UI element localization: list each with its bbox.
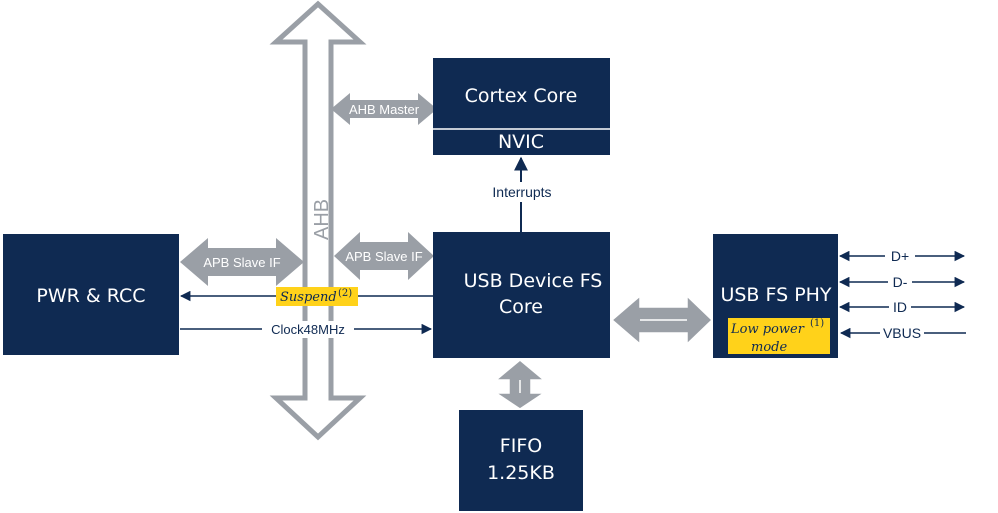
cortex-core-block: Cortex Core NVIC bbox=[433, 58, 610, 155]
pin-id: ID bbox=[838, 299, 966, 315]
nvic-label: NVIC bbox=[498, 131, 544, 153]
pin-vbus-label: VBUS bbox=[883, 325, 921, 341]
suspend-signal: Suspend (2) bbox=[179, 287, 433, 306]
low-power-line1: Low power bbox=[730, 322, 805, 337]
apb-slave-left-label: APB Slave IF bbox=[203, 255, 280, 270]
interrupts-arrow: Interrupts bbox=[487, 156, 557, 232]
cortex-core-label: Cortex Core bbox=[465, 85, 578, 107]
interrupts-label: Interrupts bbox=[492, 184, 551, 200]
usb-device-core-line1: USB Device FS bbox=[464, 270, 603, 292]
low-power-highlight bbox=[728, 318, 830, 354]
core-phy-arrow bbox=[610, 294, 714, 346]
fifo-label-line2: 1.25KB bbox=[487, 462, 555, 484]
suspend-label: Suspend bbox=[280, 290, 337, 305]
apb-slave-right-arrow: APB Slave IF bbox=[334, 232, 434, 280]
pin-d-minus: D- bbox=[838, 274, 966, 290]
fifo-label-line1: FIFO bbox=[500, 435, 542, 457]
pin-d-plus: D+ bbox=[838, 248, 966, 264]
clock-signal: Clock48MHz bbox=[180, 321, 433, 338]
pin-id-label: ID bbox=[893, 299, 907, 315]
core-fifo-arrow bbox=[493, 359, 547, 410]
fifo-block: FIFO 1.25KB bbox=[459, 410, 583, 511]
usb-phy-label: USB FS PHY bbox=[720, 284, 831, 306]
ahb-label: AHB bbox=[311, 199, 333, 240]
pin-d-minus-label: D- bbox=[893, 274, 908, 290]
suspend-note: (2) bbox=[338, 288, 352, 299]
pin-vbus: VBUS bbox=[839, 325, 966, 341]
apb-slave-left-arrow: APB Slave IF bbox=[180, 238, 304, 286]
pin-d-plus-label: D+ bbox=[891, 248, 909, 264]
apb-slave-right-label: APB Slave IF bbox=[345, 249, 422, 264]
usb-device-core-block: USB Device FS Core bbox=[433, 232, 610, 358]
low-power-note: (1) bbox=[810, 318, 824, 329]
clock-label: Clock48MHz bbox=[271, 322, 345, 337]
usb-phy-block: USB FS PHY Low power (1) mode bbox=[713, 234, 838, 358]
ahb-master-label: AHB Master bbox=[349, 102, 420, 117]
ahb-master-arrow: AHB Master bbox=[331, 93, 437, 125]
pwr-rcc-block: PWR & RCC bbox=[3, 234, 179, 355]
low-power-line2: mode bbox=[751, 340, 787, 355]
pwr-rcc-label: PWR & RCC bbox=[36, 285, 145, 307]
ahb-bus-arrow: AHB bbox=[269, 0, 367, 441]
usb-device-core-line2: Core bbox=[499, 296, 543, 318]
